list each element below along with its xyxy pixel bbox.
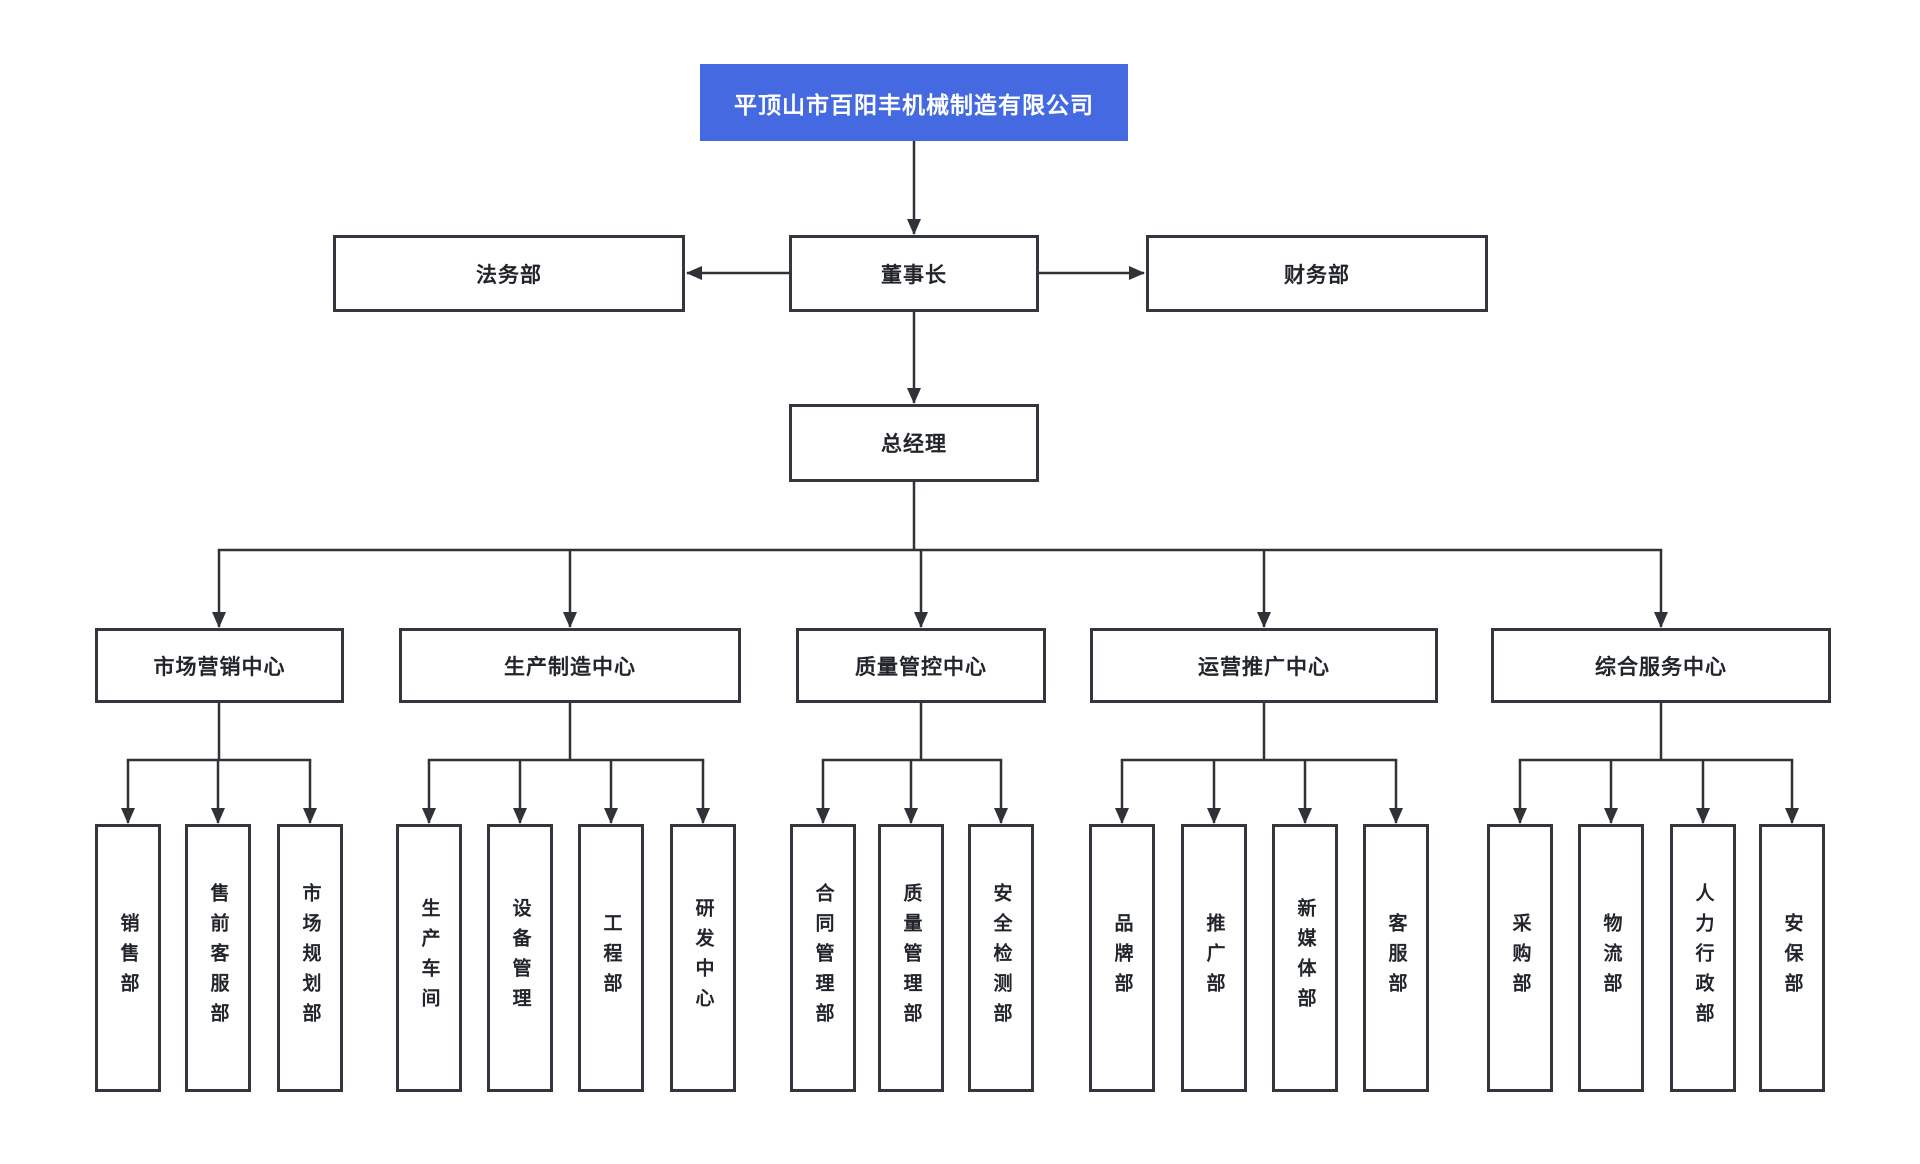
dept-label: 人力行政部 (1692, 883, 1714, 1033)
dept-label: 新媒体部 (1294, 898, 1316, 1018)
org-node-logistics-dept: 物流部 (1578, 824, 1644, 1092)
org-node-company-root: 平顶山市百阳丰机械制造有限公司 (700, 64, 1128, 141)
org-node-quality-management-dept: 质量管理部 (878, 824, 944, 1092)
org-node-finance-dept: 财务部 (1146, 235, 1488, 312)
org-node-safety-inspection-dept: 安全检测部 (968, 824, 1034, 1092)
org-node-chairman: 董事长 (789, 235, 1039, 312)
org-node-rd-center: 研发中心 (670, 824, 736, 1092)
dept-label: 推广部 (1203, 913, 1225, 1003)
org-node-marketing-center: 市场营销中心 (95, 628, 344, 703)
dept-label: 售前客服部 (207, 883, 229, 1033)
dept-label: 质量管理部 (900, 883, 922, 1033)
dept-label: 设备管理 (509, 898, 531, 1018)
org-node-brand-dept: 品牌部 (1089, 824, 1155, 1092)
dept-label: 合同管理部 (812, 883, 834, 1033)
connector-centers-to-departments (121, 703, 1799, 824)
connector-gm-to-centers (212, 482, 1668, 628)
dept-label: 销售部 (117, 913, 139, 1003)
org-node-legal-dept: 法务部 (333, 235, 685, 312)
dept-label: 研发中心 (692, 898, 714, 1018)
dept-label: 物流部 (1600, 913, 1622, 1003)
org-node-new-media-dept: 新媒体部 (1272, 824, 1338, 1092)
org-node-contract-management-dept: 合同管理部 (790, 824, 856, 1092)
org-node-promotion-dept: 推广部 (1181, 824, 1247, 1092)
org-node-procurement-dept: 采购部 (1487, 824, 1553, 1092)
dept-label: 安全检测部 (990, 883, 1012, 1033)
org-node-equipment-management: 设备管理 (487, 824, 553, 1092)
org-node-market-planning-dept: 市场规划部 (277, 824, 343, 1092)
org-node-security-dept: 安保部 (1759, 824, 1825, 1092)
org-node-presales-service-dept: 售前客服部 (185, 824, 251, 1092)
dept-label: 工程部 (600, 913, 622, 1003)
org-node-engineering-dept: 工程部 (578, 824, 644, 1092)
org-node-general-manager: 总经理 (789, 404, 1039, 482)
org-node-production-center: 生产制造中心 (399, 628, 741, 703)
dept-label: 生产车间 (418, 898, 440, 1018)
dept-label: 市场规划部 (299, 883, 321, 1033)
org-node-production-workshop: 生产车间 (396, 824, 462, 1092)
org-node-operations-center: 运营推广中心 (1090, 628, 1438, 703)
dept-label: 品牌部 (1111, 913, 1133, 1003)
dept-label: 安保部 (1781, 913, 1803, 1003)
dept-label: 采购部 (1509, 913, 1531, 1003)
org-node-customer-service-dept: 客服部 (1363, 824, 1429, 1092)
org-node-sales-dept: 销售部 (95, 824, 161, 1092)
org-node-general-services-center: 综合服务中心 (1491, 628, 1831, 703)
org-node-hr-admin-dept: 人力行政部 (1670, 824, 1736, 1092)
org-node-quality-center: 质量管控中心 (796, 628, 1046, 703)
dept-label: 客服部 (1385, 913, 1407, 1003)
